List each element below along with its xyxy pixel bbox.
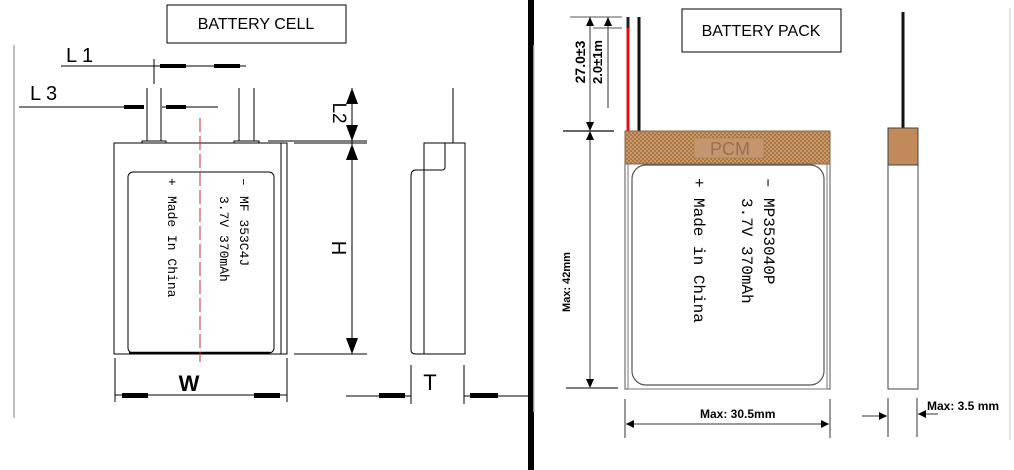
dimension-w-label: W [179, 371, 200, 396]
cell-tabs [141, 88, 260, 145]
dimension-l3-label: L 3 [30, 83, 57, 105]
cell-title-box: BATTERY CELL [166, 4, 347, 44]
battery-cell-section: BATTERY CELL L 1 L 3 [13, 4, 528, 418]
pack-title-box: BATTERY PACK [681, 8, 842, 53]
cell-label: – MF 353C4J 3.7V 370mAh + Made In China [164, 178, 251, 298]
cell-label-plus: + [164, 178, 179, 186]
dimension-h-label: H [327, 241, 349, 255]
max-width-label: Max: 30.5mm [700, 407, 775, 421]
section-divider [528, 0, 534, 470]
pack-title: BATTERY PACK [702, 23, 821, 40]
dimension-max-thickness: Max: 3.5 mm [862, 398, 999, 437]
max-thickness-label: Max: 3.5 mm [927, 399, 999, 413]
dimension-w: W [114, 358, 288, 402]
pack-wires [626, 17, 641, 132]
cell-label-origin: Made In China [164, 196, 179, 298]
dimension-t: T [346, 365, 528, 404]
dimension-l3: L 3 [19, 83, 218, 109]
dimension-l2-h: L2 H [268, 88, 367, 355]
strip-length-label: 2.0±1m [590, 40, 605, 84]
pack-label-minus: – [759, 178, 777, 188]
pcm-label: PCM [710, 139, 750, 159]
pack-side-view [887, 12, 919, 390]
cell-label-model: MF 353C4J [236, 196, 251, 266]
pack-label-model: MP353040P [759, 198, 777, 284]
dimension-l2-label: L2 [328, 102, 349, 123]
pack-lead-dimensions: 27.0±3 2.0±1m [563, 16, 622, 132]
pack-label: – MP353040P 3.7V 370mAh + Made in China [689, 178, 777, 323]
cell-side-view [410, 88, 466, 355]
cell-label-minus: – [236, 178, 251, 186]
dimension-l1: L 1 [61, 45, 246, 84]
lead-length-label: 27.0±3 [572, 40, 588, 83]
pack-front-view: PCM [624, 130, 831, 390]
cell-title: BATTERY CELL [198, 16, 315, 33]
cell-label-rating: 3.7V 370mAh [216, 196, 231, 282]
pack-label-origin: Made in China [689, 198, 707, 323]
dimension-t-label: T [423, 370, 436, 395]
dimension-max-width: Max: 30.5mm [624, 399, 831, 438]
cell-front-view [113, 118, 288, 362]
pack-label-plus: + [689, 178, 707, 188]
pack-label-rating: 3.7V 370mAh [737, 198, 755, 304]
battery-pack-section: BATTERY PACK 27.0±3 2.0±1m Ma [561, 8, 1011, 440]
dimension-max-height: Max: 42mm [561, 131, 618, 389]
dimension-l1-label: L 1 [66, 45, 93, 67]
max-height-label: Max: 42mm [561, 252, 573, 312]
